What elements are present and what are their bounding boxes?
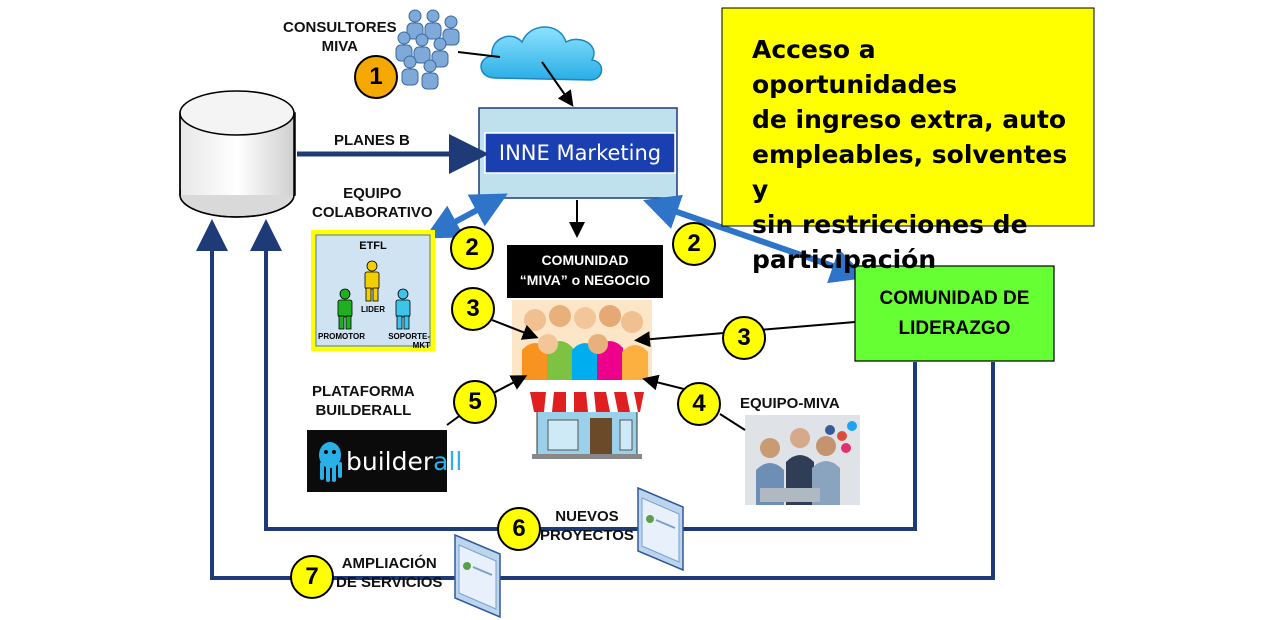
inne-marketing-title: INNE Marketing — [498, 141, 662, 165]
liderazgo-box — [854, 265, 1055, 362]
step-3-badge-right: 3 — [722, 316, 766, 360]
nuevos-proyectos-label: NUEVOS PROYECTOS — [540, 508, 634, 544]
window-icon-ampliacion — [454, 533, 501, 619]
step-4-badge: 4 — [677, 382, 721, 426]
step-6-badge: 6 — [497, 507, 541, 551]
soporte-figure-icon — [395, 288, 411, 330]
planes-b-label: PLANES B — [334, 132, 410, 149]
leader-figure-icon — [364, 260, 380, 302]
octopus-icon — [319, 442, 342, 482]
consultores-label-line2: MIVA — [321, 38, 358, 55]
step-2-badge-right: 2 — [672, 222, 716, 266]
cloud-icon — [480, 26, 603, 81]
consultores-label-line1: CONSULTORES — [283, 19, 397, 36]
window-icon-nuevos — [637, 486, 684, 572]
equipo-colaborativo-label: EQUIPO COLABORATIVO — [312, 185, 433, 221]
etfl-leader-label: LIDER — [361, 305, 385, 314]
step-1-badge: 1 — [354, 55, 398, 99]
info-box — [721, 7, 1095, 227]
comunidad-miva-label: COMUNIDAD “MIVA” o NEGOCIO — [519, 252, 651, 288]
equipo-miva-label: EQUIPO-MIVA — [740, 395, 840, 412]
consultores-label: CONSULTORES MIVA — [283, 18, 397, 56]
store-icon — [530, 392, 644, 459]
etfl-soporte-label: SOPORTE-MKT — [388, 332, 430, 350]
liderazgo-label: COMUNIDAD DE LIDERAZGO — [879, 288, 1030, 339]
equipo-miva-photo — [745, 415, 860, 505]
ampliacion-label: AMPLIACIÓN DE SERVICIOS — [336, 555, 443, 591]
database-icon — [179, 90, 296, 218]
step-3-badge-left: 3 — [451, 287, 495, 331]
info-box-text: Acceso a oportunidades de ingreso extra,… — [752, 35, 1068, 274]
step-5-badge: 5 — [453, 380, 497, 424]
builderall-logo-text: builderall — [346, 447, 463, 476]
consultores-people-icon — [395, 9, 460, 90]
plataforma-label: PLATAFORMA BUILDERALL — [312, 383, 415, 419]
etfl-title: ETFL — [359, 240, 387, 252]
step-2-badge-left: 2 — [450, 226, 494, 270]
promotor-figure-icon — [337, 288, 353, 330]
step-7-badge: 7 — [290, 555, 334, 599]
etfl-promotor-label: PROMOTOR — [318, 332, 365, 341]
crowd-icon — [512, 300, 652, 380]
